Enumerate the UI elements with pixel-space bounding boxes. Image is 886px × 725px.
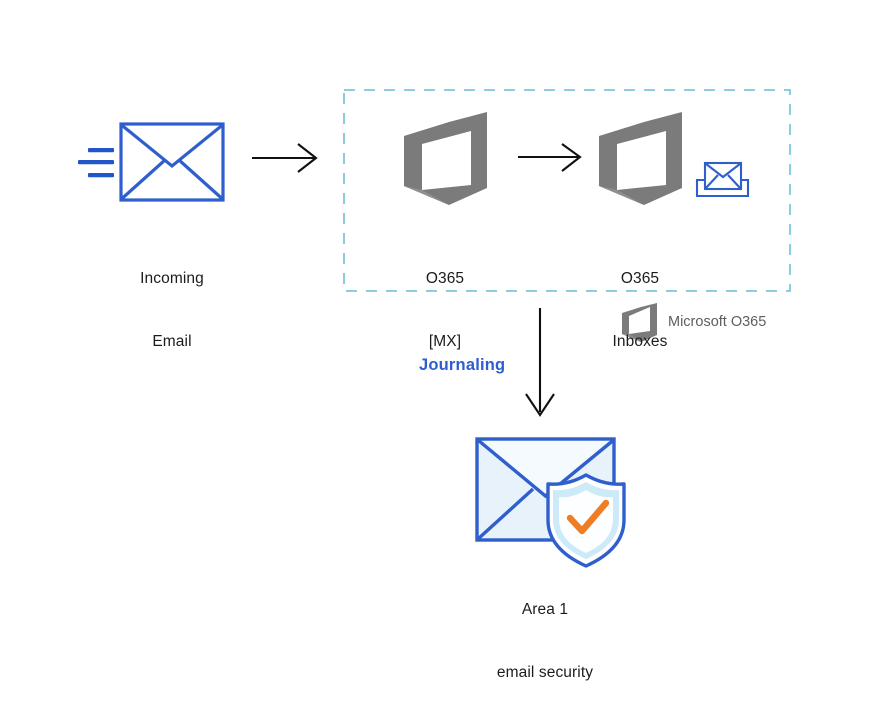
caption-incoming-email: Incoming Email (92, 226, 252, 394)
diagram-canvas: Incoming Email O365 [MX] O365 Inboxes Ar… (78, 89, 791, 681)
envelope-shield-check-icon (475, 437, 626, 568)
caption-line: O365 (425, 270, 465, 287)
caption-line: Area 1 (521, 601, 569, 618)
envelope-icon (119, 122, 225, 202)
o365-group-dashed-box (343, 89, 791, 292)
caption-area1: Area 1 email security (465, 557, 625, 725)
legend-label-microsoft-o365: Microsoft O365 (668, 314, 767, 330)
speed-lines-icon (78, 148, 114, 178)
caption-o365-mx: O365 [MX] (365, 226, 525, 394)
inbox-tray-envelope-icon (695, 161, 750, 198)
diagram-vector-layer (78, 89, 791, 568)
office-365-icon-mx (404, 112, 487, 205)
legend-office-365-icon (622, 303, 657, 342)
arrow-mx-to-inboxes (518, 143, 582, 172)
caption-o365-inboxes: O365 Inboxes (560, 226, 720, 394)
edge-label-journaling: Journaling (419, 356, 506, 374)
caption-line: O365 (620, 270, 660, 287)
caption-line: Inboxes (612, 333, 668, 350)
arrow-journaling-down (525, 308, 555, 417)
caption-line: Incoming (140, 270, 204, 287)
office-365-icon-inboxes (599, 112, 682, 205)
caption-line: email security (496, 664, 594, 681)
arrow-incoming-to-mx (252, 143, 318, 173)
caption-line: [MX] (428, 333, 462, 350)
caption-line: Email (152, 333, 192, 350)
